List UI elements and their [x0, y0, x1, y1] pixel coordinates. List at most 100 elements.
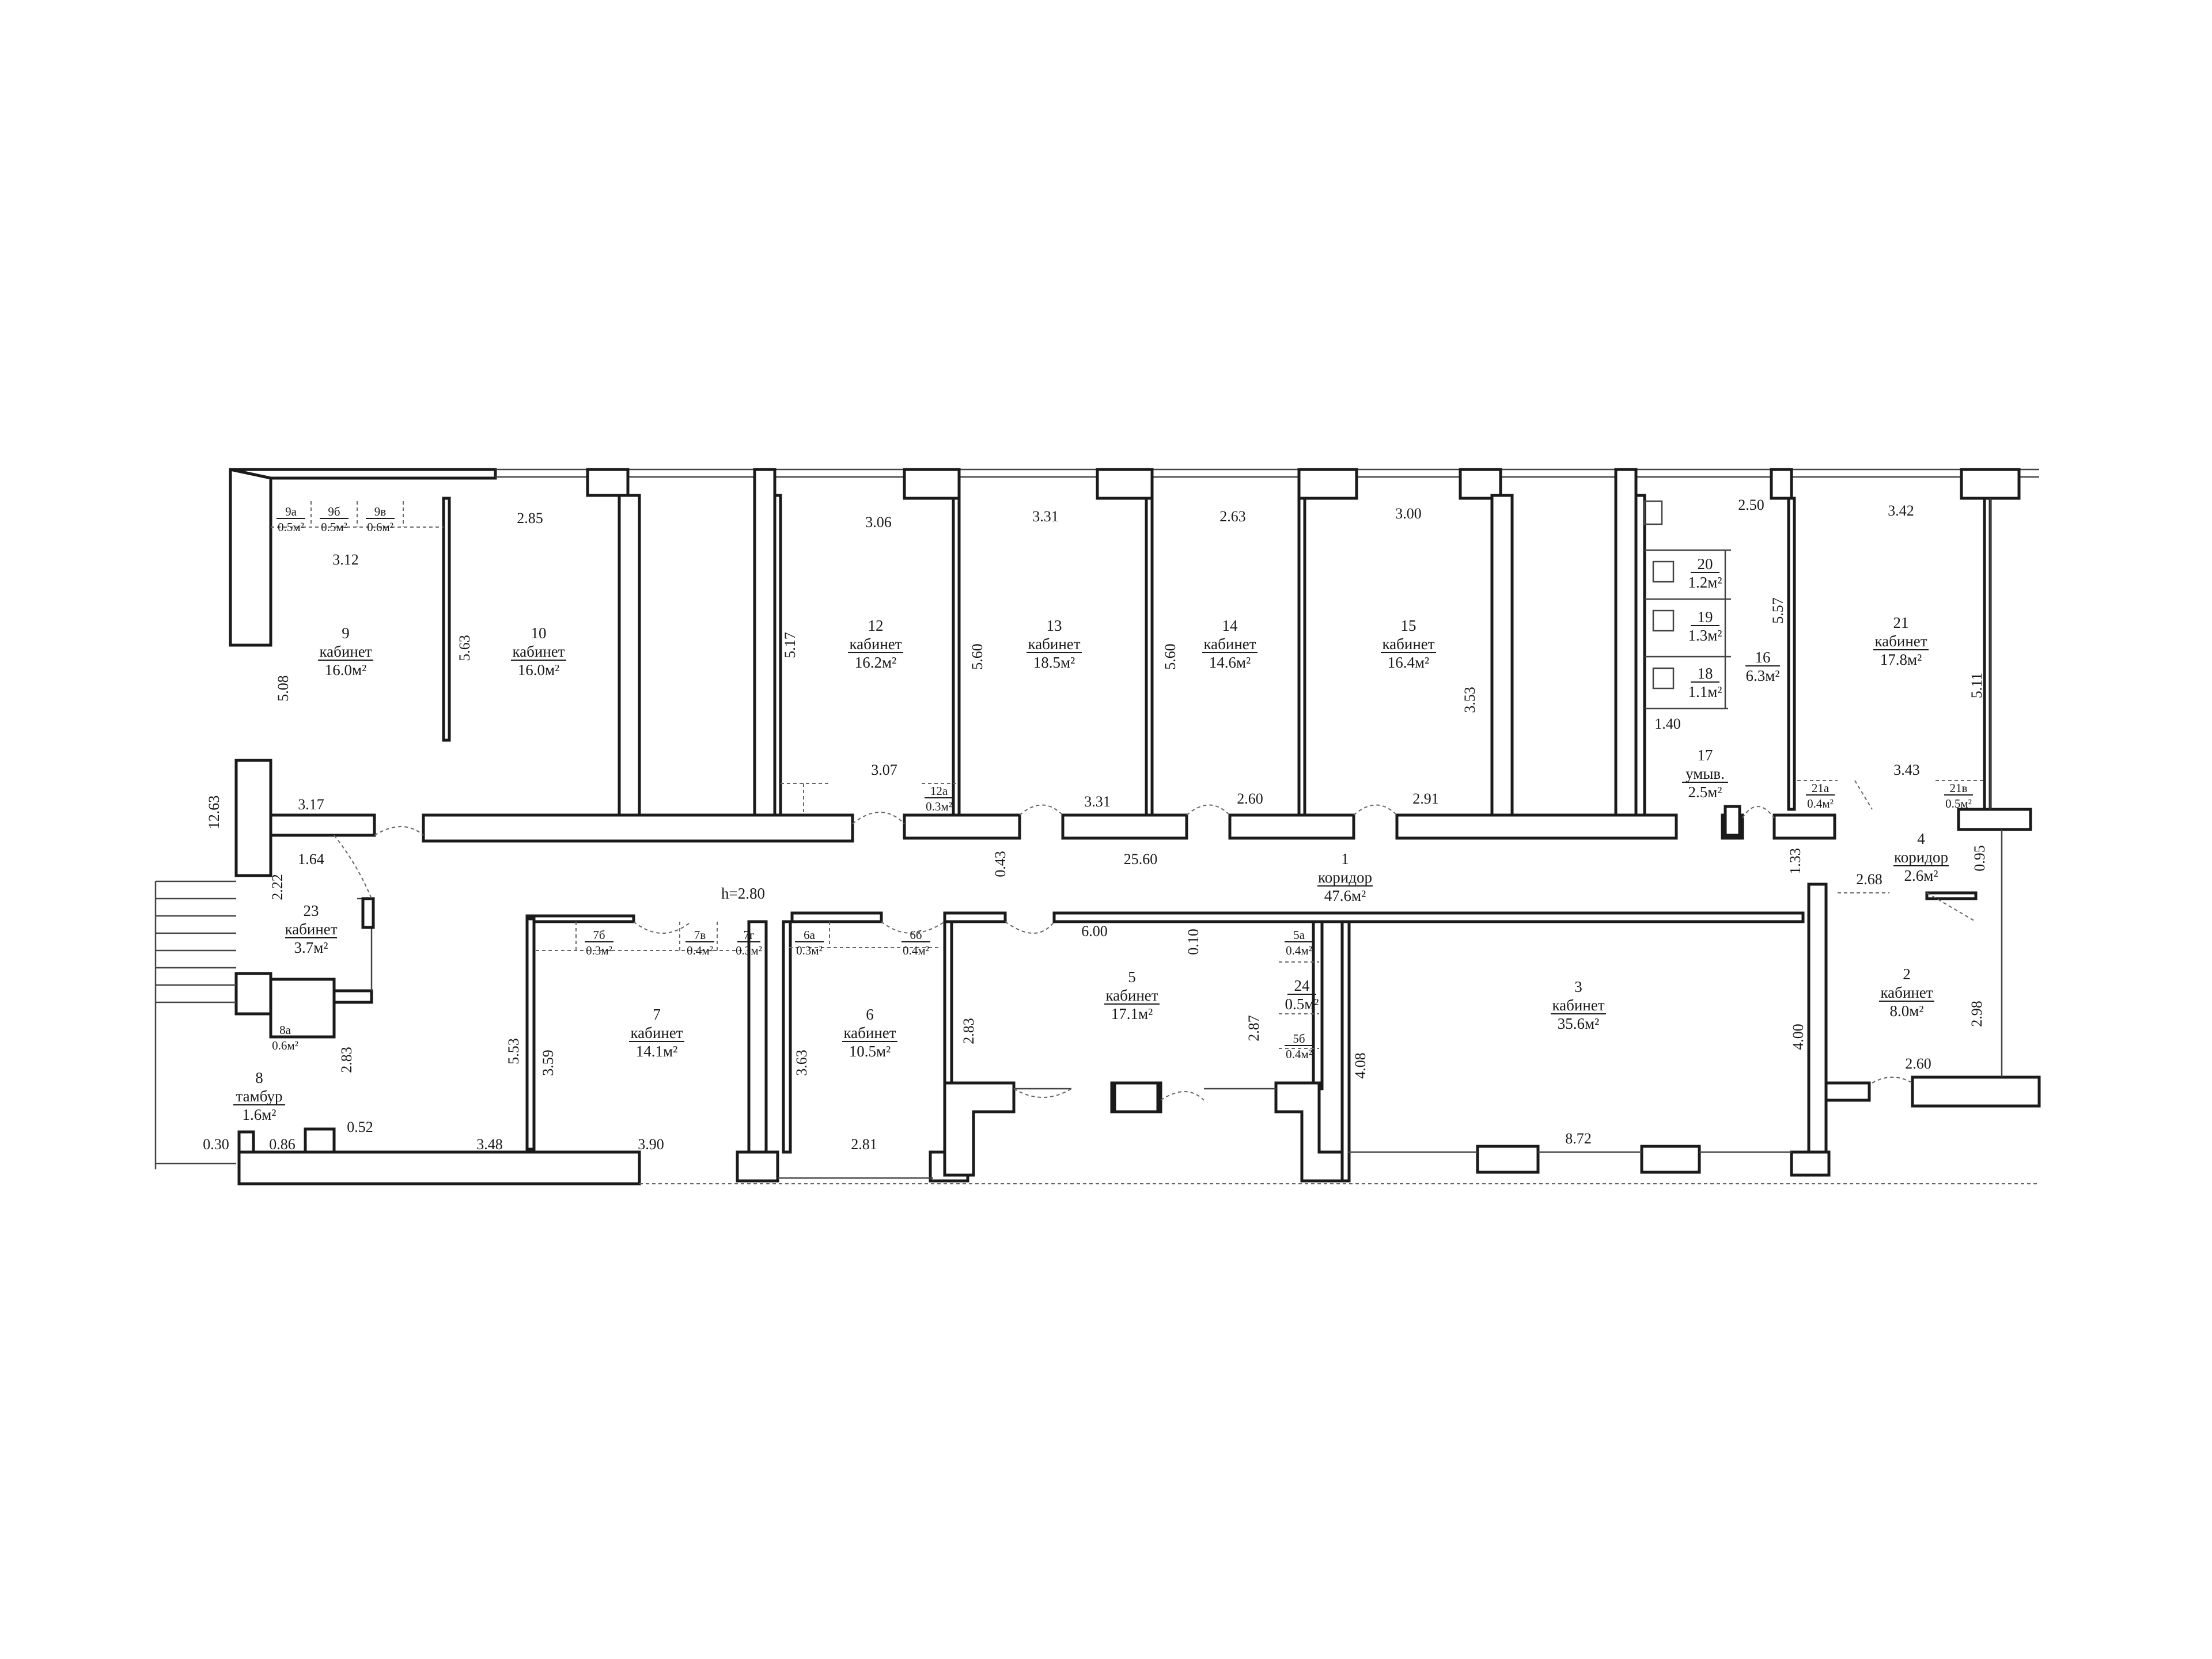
- svg-text:0.4м²: 0.4м²: [1807, 797, 1834, 810]
- dim: 2.68: [1856, 871, 1883, 888]
- svg-text:кабинет: кабинет: [1028, 635, 1080, 653]
- dim: 5.11: [1968, 673, 1985, 699]
- room-18: 18 1.1м²: [1688, 665, 1722, 700]
- dim: 3.06: [865, 514, 892, 531]
- room-8a: 8а 0.6м²: [271, 1023, 300, 1052]
- svg-text:0.3м²: 0.3м²: [926, 800, 952, 813]
- room-7b: 7б0.3м²: [585, 928, 613, 957]
- svg-text:6б: 6б: [910, 928, 922, 942]
- dimension-labels: 2.85 3.12 5.63 5.08 12.63 3.17 1.64 2.22…: [203, 497, 1988, 1153]
- svg-text:8а: 8а: [279, 1023, 291, 1037]
- svg-text:19: 19: [1698, 608, 1713, 626]
- svg-text:кабинет: кабинет: [849, 635, 902, 653]
- svg-text:3.7м²: 3.7м²: [294, 939, 328, 956]
- room-23: 23 кабинет 3.7м²: [285, 902, 337, 956]
- room-3: 3 кабинет 35.6м²: [1551, 978, 1606, 1032]
- svg-text:тамбур: тамбур: [236, 1088, 283, 1105]
- svg-text:4: 4: [1917, 830, 1925, 847]
- svg-text:0.4м²: 0.4м²: [1286, 944, 1312, 957]
- dim: 1.40: [1654, 715, 1681, 732]
- room-21: 21 кабинет 17.8м²: [1873, 614, 1929, 668]
- dim: 0.52: [347, 1119, 373, 1135]
- svg-text:5б: 5б: [1293, 1032, 1305, 1046]
- dim: 2.60: [1905, 1055, 1931, 1072]
- svg-text:кабинет: кабинет: [1382, 635, 1434, 653]
- dim: 3.12: [332, 551, 359, 568]
- svg-text:кабинет: кабинет: [630, 1024, 683, 1041]
- dim: 4.08: [1352, 1052, 1369, 1079]
- svg-text:8.0м²: 8.0м²: [1890, 1002, 1924, 1020]
- room-10: 10 кабинет 16.0м²: [511, 624, 566, 679]
- svg-text:1.1м²: 1.1м²: [1688, 683, 1722, 700]
- room-5b: 5б0.4м²: [1285, 1032, 1313, 1061]
- dim: 2.81: [851, 1136, 877, 1153]
- svg-text:кабинет: кабинет: [1880, 984, 1933, 1001]
- dim: 5.08: [275, 675, 291, 702]
- dim: 3.53: [1461, 687, 1478, 713]
- svg-text:0.5м²: 0.5м²: [1945, 797, 1972, 810]
- svg-text:13: 13: [1047, 617, 1062, 634]
- dim: 1.64: [298, 851, 324, 868]
- dim: 5.17: [782, 632, 798, 658]
- dim: 3.43: [1893, 762, 1920, 778]
- svg-text:14.6м²: 14.6м²: [1209, 654, 1251, 671]
- room-16: 16 6.3м²: [1745, 649, 1780, 684]
- svg-text:3: 3: [1574, 978, 1582, 995]
- svg-text:кабинет: кабинет: [319, 643, 372, 660]
- dim: 2.87: [1245, 1015, 1262, 1041]
- svg-text:кабинет: кабинет: [1105, 987, 1158, 1004]
- room-15: 15 кабинет 16.4м²: [1381, 617, 1436, 671]
- dim: 2.98: [1968, 1001, 1985, 1027]
- dim: 3.17: [298, 796, 324, 813]
- room-14: 14 кабинет 14.6м²: [1202, 617, 1257, 671]
- svg-text:0.4м²: 0.4м²: [687, 944, 713, 957]
- svg-text:1.2м²: 1.2м²: [1688, 574, 1722, 591]
- svg-text:6: 6: [866, 1006, 874, 1023]
- svg-text:кабинет: кабинет: [512, 643, 565, 660]
- closets: [271, 500, 1984, 1101]
- svg-text:6а: 6а: [804, 928, 816, 942]
- dim: 2.85: [517, 510, 543, 527]
- svg-text:47.6м²: 47.6м²: [1324, 887, 1366, 904]
- dim: 3.63: [793, 1050, 810, 1076]
- svg-text:0.3м²: 0.3м²: [586, 944, 612, 957]
- svg-text:0.5м²: 0.5м²: [1285, 995, 1319, 1013]
- svg-text:0.4м²: 0.4м²: [903, 944, 929, 957]
- svg-text:7в: 7в: [694, 928, 706, 942]
- svg-text:5а: 5а: [1293, 928, 1305, 942]
- svg-text:20: 20: [1698, 555, 1713, 573]
- svg-text:1.6м²: 1.6м²: [243, 1106, 276, 1123]
- svg-text:9а: 9а: [285, 505, 297, 518]
- svg-text:коридор: коридор: [1318, 869, 1372, 886]
- svg-text:кабинет: кабинет: [1203, 635, 1256, 653]
- svg-text:6.3м²: 6.3м²: [1746, 667, 1780, 684]
- dim: 5.60: [1162, 643, 1179, 670]
- svg-text:0.6м²: 0.6м²: [272, 1039, 298, 1052]
- svg-text:17.1м²: 17.1м²: [1111, 1005, 1153, 1022]
- room-5: 5 кабинет 17.1м²: [1104, 968, 1160, 1022]
- dim: 0.43: [992, 851, 1009, 877]
- svg-text:12а: 12а: [930, 784, 948, 798]
- room-4: 4 коридор 2.6м²: [1893, 830, 1949, 884]
- dim: 0.86: [269, 1136, 296, 1153]
- room-8: 8 тамбур 1.6м²: [233, 1069, 285, 1123]
- dim: 5.53: [505, 1038, 522, 1065]
- svg-text:0.3м²: 0.3м²: [796, 944, 823, 957]
- room-6: 6 кабинет 10.5м²: [842, 1006, 897, 1060]
- svg-text:2: 2: [1903, 965, 1911, 983]
- dim: 3.48: [476, 1136, 503, 1153]
- room-6b: 6б 0.4м²: [902, 928, 930, 957]
- svg-text:кабинет: кабинет: [285, 921, 337, 938]
- dim: 6.00: [1081, 923, 1108, 940]
- dim: 2.60: [1237, 790, 1263, 807]
- room-9b: 9б0.5м²: [320, 505, 349, 534]
- svg-text:21: 21: [1893, 614, 1909, 631]
- dim: 2.63: [1219, 508, 1246, 525]
- svg-text:12: 12: [868, 617, 884, 634]
- dim: 5.57: [1770, 597, 1786, 624]
- dim: 3.31: [1032, 508, 1059, 525]
- svg-text:9в: 9в: [374, 505, 387, 518]
- dim: 2.83: [960, 1018, 977, 1044]
- room-1: 1 коридор 47.6м²: [1317, 850, 1373, 904]
